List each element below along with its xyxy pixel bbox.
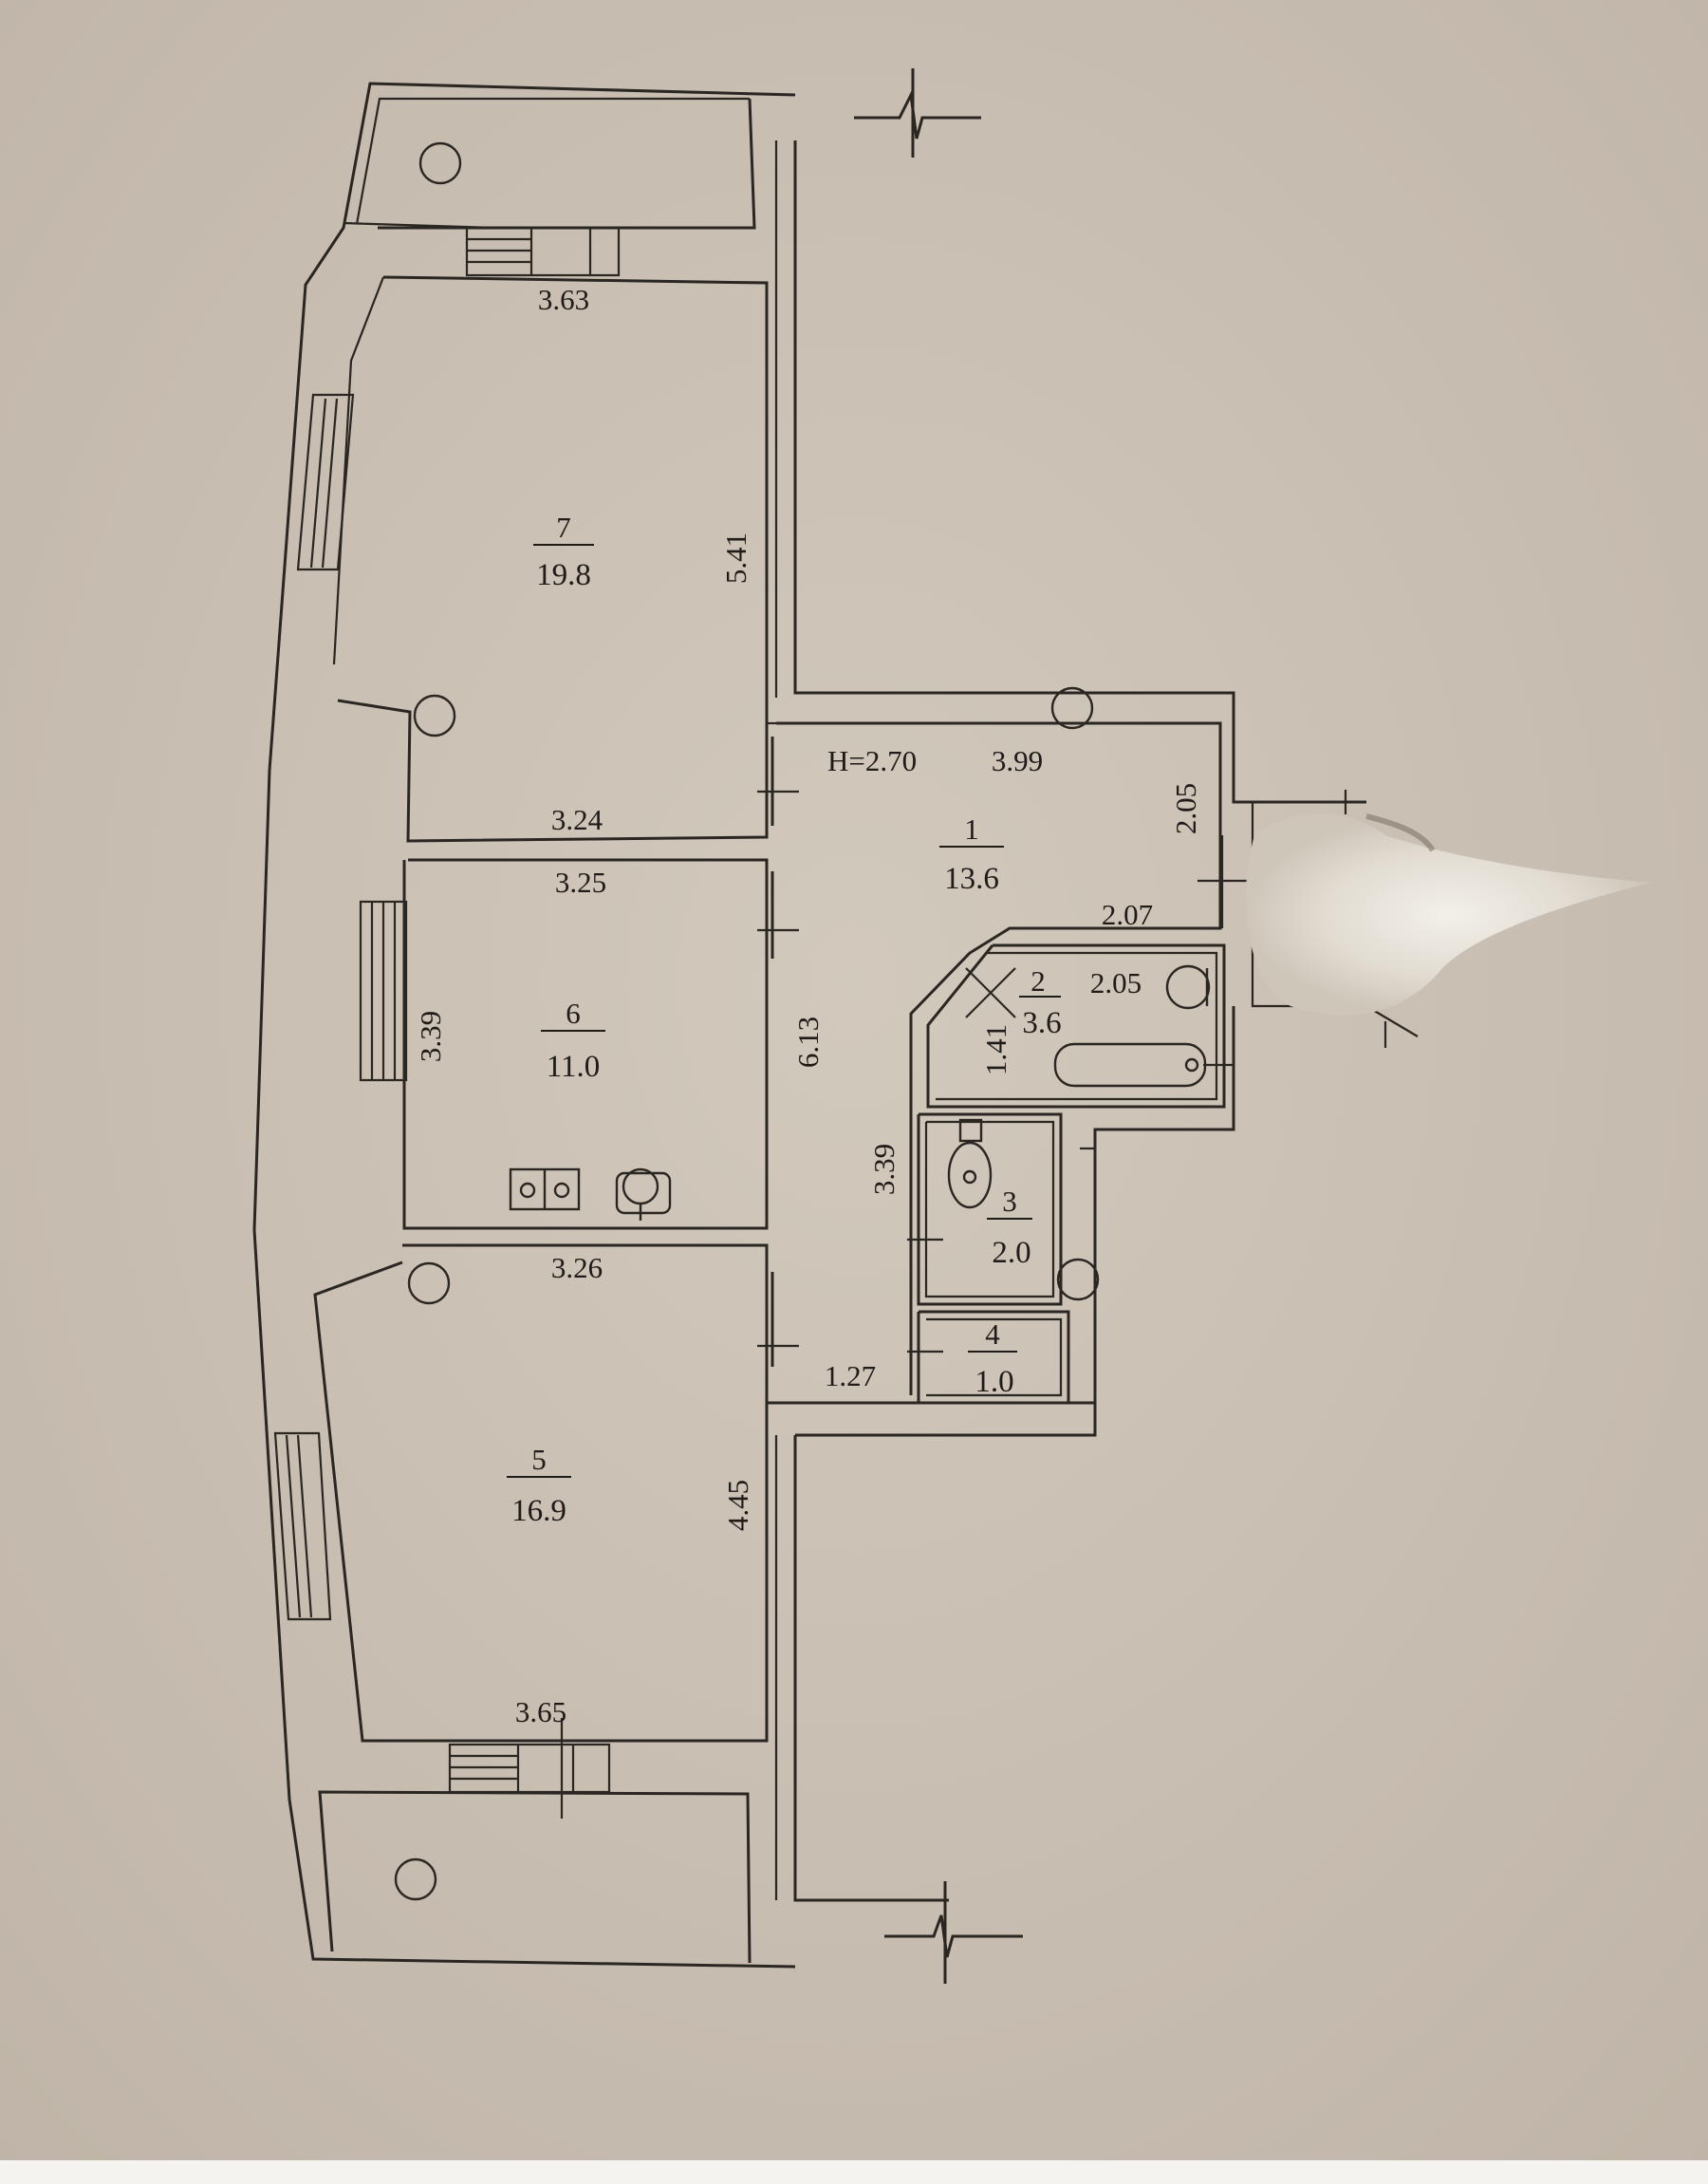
room-5-area: 16.9 — [511, 1494, 566, 1528]
toilet-icon — [947, 1118, 993, 1209]
dim-r1-inner: 2.07 — [1102, 898, 1153, 931]
dim-r7-side: 5.41 — [719, 532, 752, 584]
window-room6-side — [359, 900, 408, 1082]
room-7-number: 7 — [556, 511, 571, 544]
paper-tear-mark — [1245, 813, 1651, 1016]
room-7-area: 19.8 — [536, 558, 591, 592]
dim-r2-side: 1.41 — [979, 1024, 1012, 1075]
room-5-number: 5 — [531, 1443, 547, 1476]
page-bottom-edge — [0, 2160, 1708, 2184]
windows — [273, 226, 621, 1819]
room-3-number: 3 — [1002, 1185, 1017, 1218]
dim-r1-top: 3.99 — [992, 744, 1043, 777]
room-3-area: 2.0 — [992, 1236, 1030, 1270]
riser-circle — [1056, 1258, 1100, 1301]
bathtub-icon — [1053, 1042, 1207, 1088]
dim-r7-top: 3.63 — [538, 283, 589, 316]
washbasin-icon — [1165, 964, 1211, 1010]
dim-r1-right: 2.05 — [1169, 783, 1202, 834]
stove-icon — [509, 1167, 581, 1211]
dim-r3-side: 3.39 — [867, 1144, 900, 1195]
dim-r2-top: 2.05 — [1090, 966, 1142, 999]
room-6-number: 6 — [566, 997, 581, 1030]
ceiling-height: H=2.70 — [827, 744, 917, 777]
dim-r6-bottom: 3.26 — [551, 1251, 603, 1284]
window-room5-side — [273, 1431, 332, 1621]
riser-circle — [407, 1261, 451, 1305]
window-room7-top — [465, 226, 621, 277]
riser-circle — [394, 1857, 437, 1901]
risers — [394, 141, 1100, 1901]
kitchen-sink-icon — [615, 1167, 672, 1221]
dim-r5-bottom: 3.65 — [515, 1695, 566, 1728]
room-2-area: 3.6 — [1022, 1006, 1061, 1040]
room-4-area: 1.0 — [975, 1365, 1013, 1399]
dim-r6-top: 3.25 — [555, 866, 606, 899]
dim-r1-side: 6.13 — [791, 1017, 825, 1068]
room-1-number: 1 — [964, 812, 979, 846]
window-room7-side — [296, 393, 355, 571]
riser-circle — [1050, 686, 1094, 730]
room-walls — [313, 275, 1226, 1743]
dim-corridor: 1.27 — [825, 1359, 876, 1392]
dim-r5-side: 4.45 — [721, 1480, 754, 1531]
room-4-number: 4 — [985, 1317, 1000, 1351]
dim-r7-bottom: 3.24 — [551, 803, 603, 836]
room-2-number: 2 — [1030, 964, 1046, 998]
room-1-area: 13.6 — [944, 862, 999, 896]
labels: 7 19.8 3.63 5.41 3.24 3.25 6 11.0 3.39 3… — [414, 283, 1202, 1728]
riser-circle — [418, 141, 462, 185]
doors — [757, 737, 1262, 1367]
window-room5-bottom — [448, 1718, 611, 1819]
riser-circle — [413, 694, 456, 737]
fixtures — [509, 964, 1211, 1221]
dim-r6-side: 3.39 — [414, 1011, 447, 1062]
room-6-area: 11.0 — [547, 1050, 601, 1084]
